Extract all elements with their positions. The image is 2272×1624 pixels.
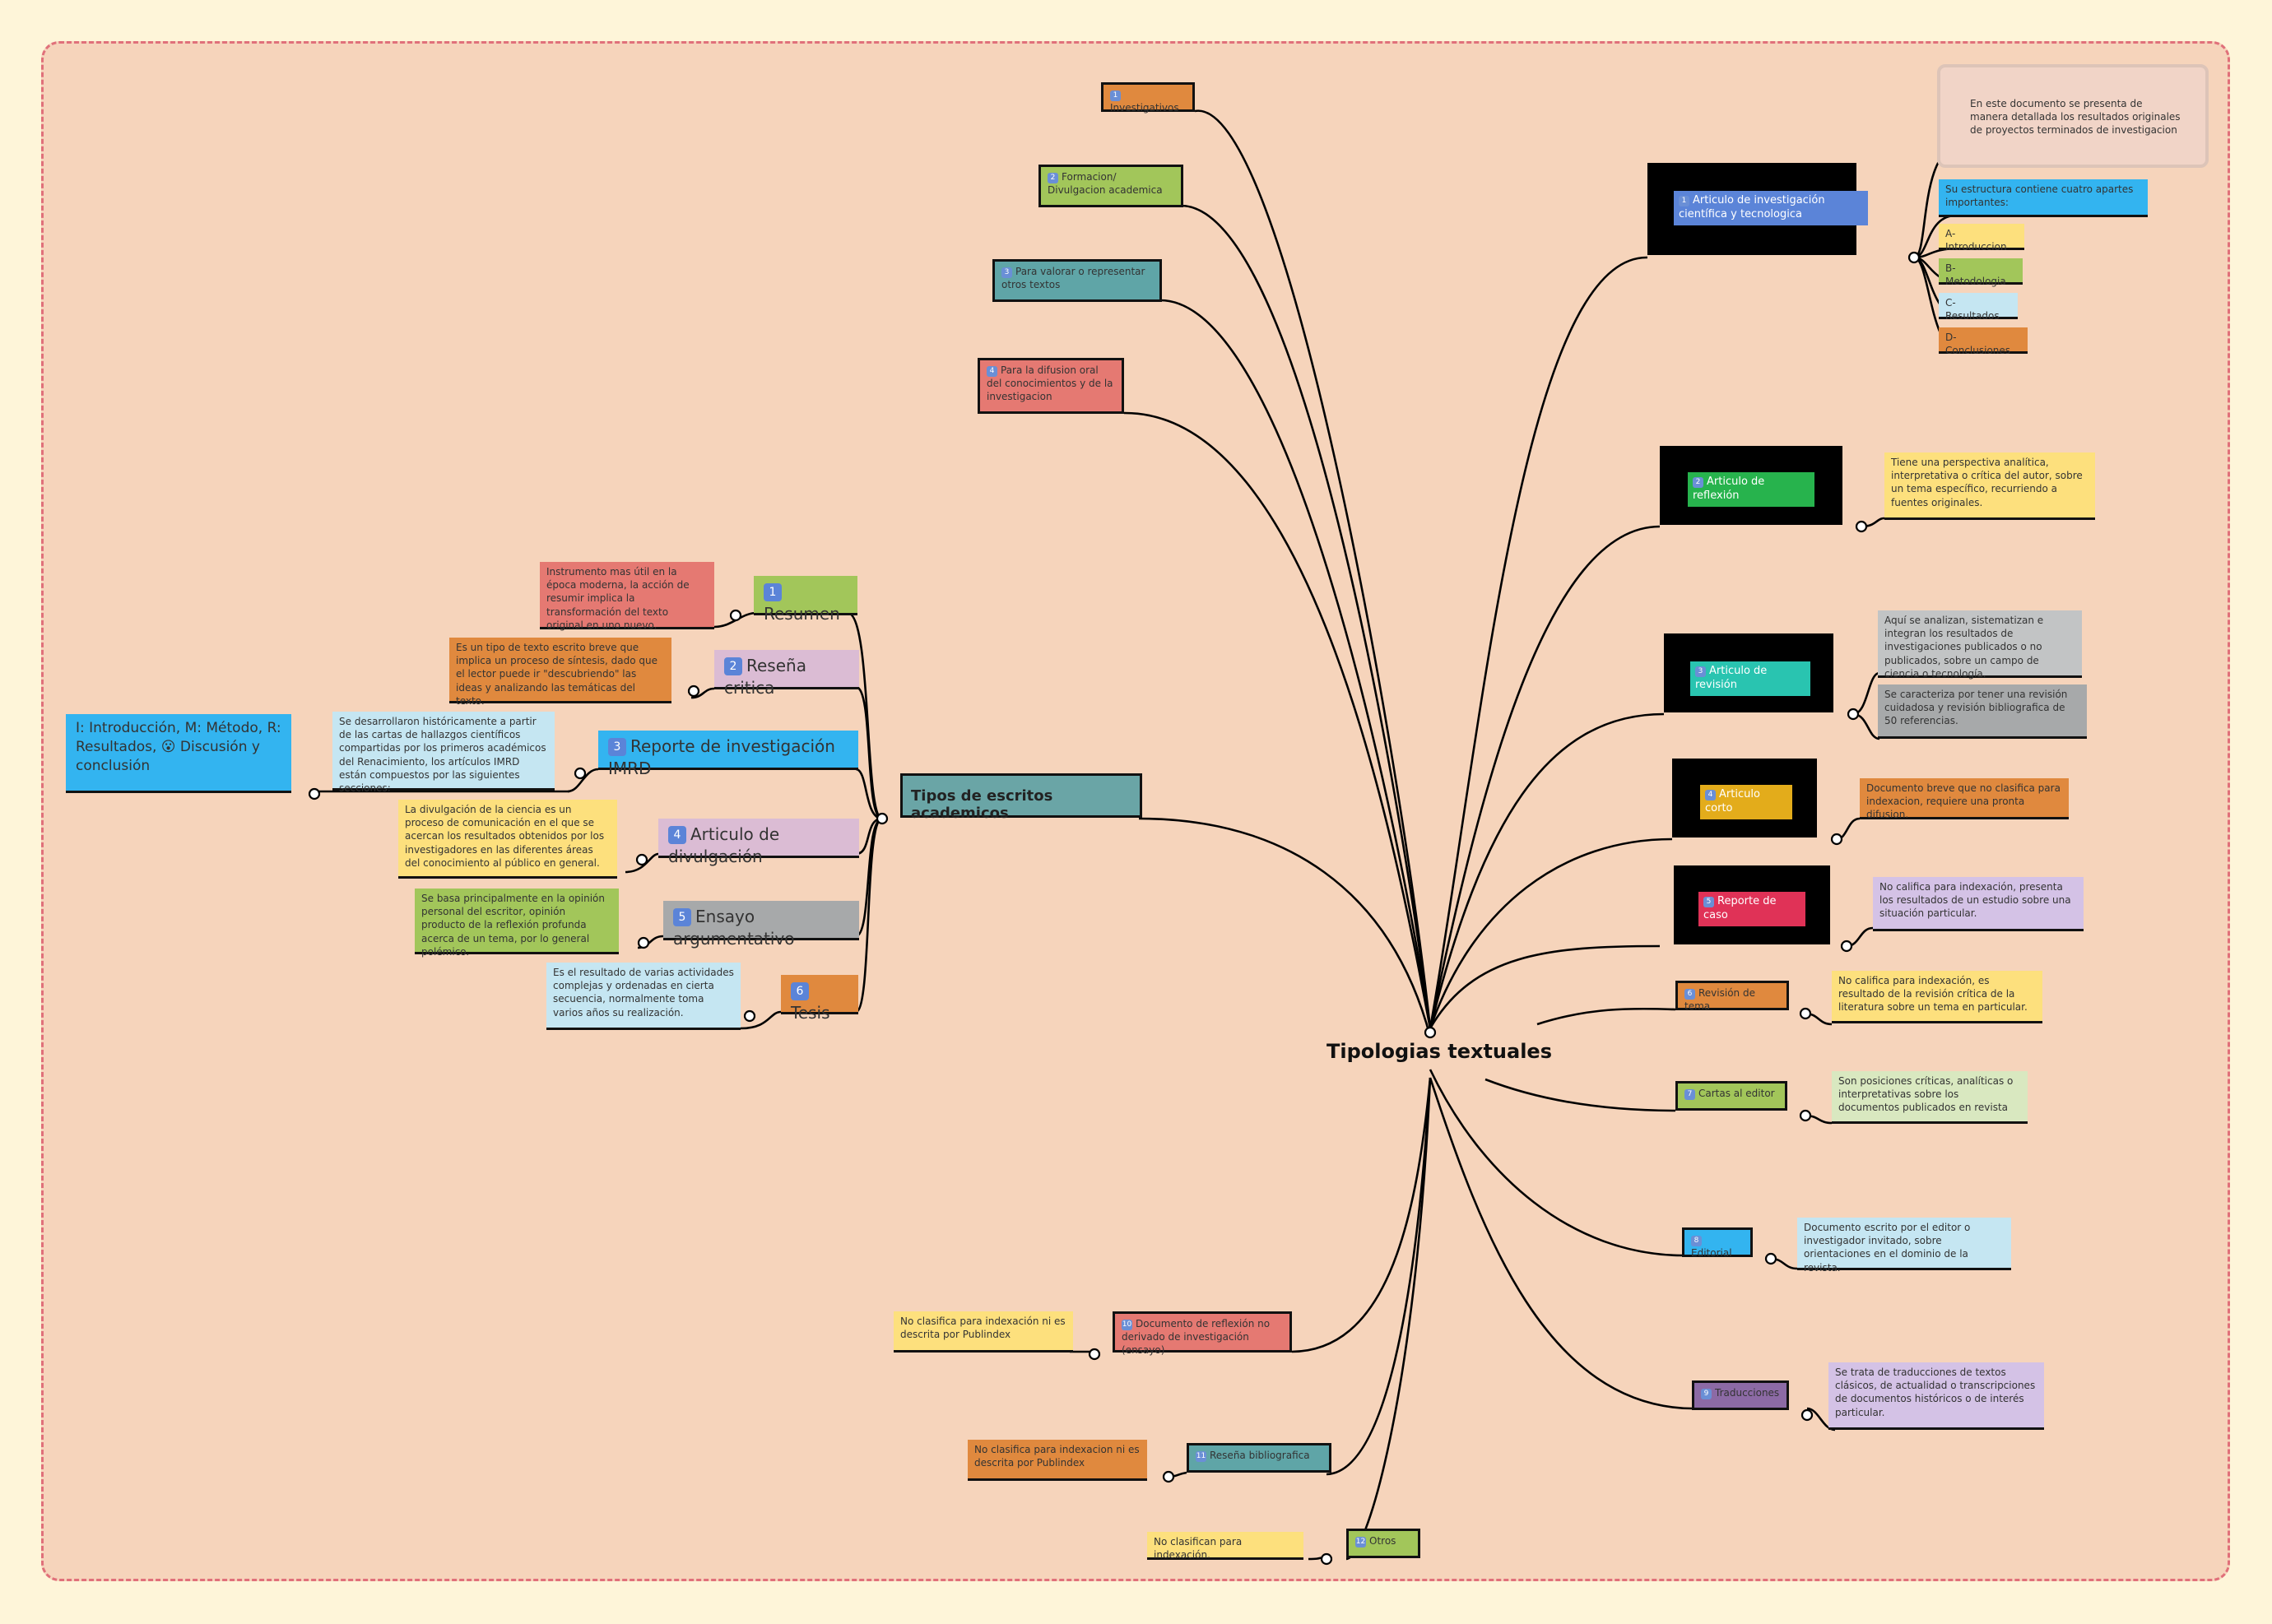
number-badge-icon: 3	[1001, 267, 1012, 278]
ensayo-description: Se basa principalmente en la opinión per…	[415, 889, 619, 958]
root-topic[interactable]: Tipologias textuales	[1326, 1040, 1552, 1063]
note-resena-bibliografica: No clasifica para indexacion ni es descr…	[968, 1440, 1147, 1481]
resumen-description: Instrumento mas útil en la época moderna…	[540, 562, 714, 631]
note-metodologia: B- Metodologia	[1939, 258, 2023, 287]
note-introduccion: A- Introduccion	[1939, 224, 2024, 253]
number-badge-icon: 7	[1684, 1089, 1695, 1100]
note-revision-1: Aquí se analizan, sistematizan e integra…	[1878, 610, 2082, 680]
academic-item-tesis[interactable]: 6Tesis	[781, 975, 858, 1023]
number-badge-icon: 5	[673, 908, 691, 926]
resena-critica-description: Es un tipo de texto escrito breve que im…	[449, 638, 671, 707]
note-traducciones: Se trata de traducciones de textos clási…	[1828, 1362, 2044, 1430]
number-badge-icon: 8	[1691, 1236, 1702, 1246]
imrd-sections-detail: I: Introducción, M: Método, R: Resultado…	[66, 714, 291, 793]
number-badge-icon: 12	[1355, 1537, 1366, 1547]
academic-main-node[interactable]: Tipos de escritos academicos	[900, 773, 1142, 822]
type-editorial[interactable]: 8Editorial	[1682, 1227, 1753, 1259]
note-investigacion-estructura: Su estructura contiene cuatro apartes im…	[1939, 179, 2148, 217]
number-badge-icon: 1	[1679, 196, 1689, 206]
group-investigativos[interactable]: 1Investigativos	[1101, 82, 1195, 114]
number-badge-icon: 1	[764, 583, 782, 601]
number-badge-icon: 4	[987, 366, 997, 377]
note-reflexion: Tiene una perspectiva analítica, interpr…	[1884, 452, 2095, 520]
note-investigacion-intro: En este documento se presenta de manera …	[1937, 64, 2209, 168]
academic-item-resumen[interactable]: 1Resumen	[754, 576, 857, 624]
note-resultados: C- Resultados	[1939, 293, 2018, 322]
number-badge-icon: 11	[1196, 1451, 1206, 1462]
note-otros: No clasifican para indexación.	[1147, 1532, 1303, 1561]
note-revision-tema: No califica para indexación, es resultad…	[1832, 971, 2042, 1023]
number-badge-icon: 2	[1048, 173, 1058, 183]
note-corto: Documento breve que no clasifica para in…	[1860, 778, 2069, 820]
articulo-divulgacion-description: La divulgación de la ciencia es un proce…	[398, 800, 617, 879]
number-badge-icon: 9	[1701, 1389, 1712, 1399]
tesis-description: Es el resultado de varias actividades co…	[546, 963, 741, 1030]
number-badge-icon: 1	[1110, 90, 1121, 101]
reporte-imrd-description: Se desarrollaron históricamente a partir…	[332, 712, 555, 794]
number-badge-icon: 3	[1695, 666, 1706, 677]
note-documento-reflexion: No clasifica para indexación ni es descr…	[894, 1311, 1073, 1353]
note-cartas-editor: Son posiciones críticas, analíticas o in…	[1832, 1071, 2028, 1124]
note-editorial: Documento escrito por el editor o invest…	[1797, 1218, 2011, 1274]
number-badge-icon: 6	[1684, 989, 1695, 1000]
note-reporte-caso: No califica para indexación, presenta lo…	[1873, 877, 2084, 931]
number-badge-icon: 2	[724, 657, 742, 675]
number-badge-icon: 4	[1705, 790, 1716, 800]
number-badge-icon: 6	[791, 982, 809, 1000]
number-badge-icon: 10	[1122, 1320, 1132, 1330]
number-badge-icon: 4	[668, 826, 686, 844]
number-badge-icon: 5	[1703, 897, 1714, 907]
number-badge-icon: 2	[1693, 477, 1703, 488]
number-badge-icon: 3	[608, 738, 626, 756]
note-revision-2: Se caracteriza por tener una revisión cu…	[1878, 684, 2087, 739]
note-conclusiones: D- Conclusiones	[1939, 327, 2028, 356]
